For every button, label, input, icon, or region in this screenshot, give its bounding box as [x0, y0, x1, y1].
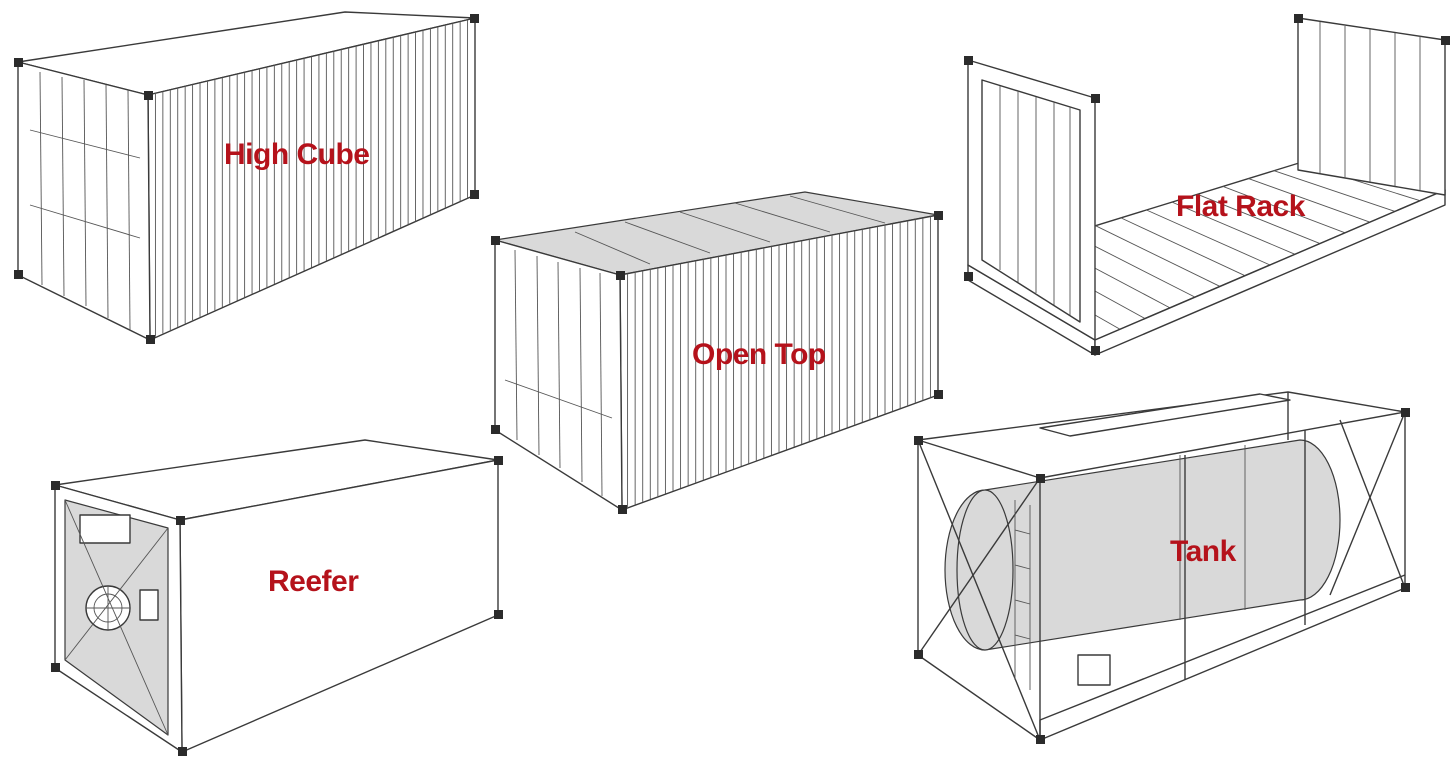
tarp-seams	[574, 195, 886, 265]
reefer-nameplate	[79, 514, 131, 544]
corner-casting	[470, 14, 479, 23]
tank-document-box	[1077, 654, 1111, 686]
reefer-control-box	[139, 589, 159, 621]
reefer-container	[51, 439, 503, 756]
frame-brace	[1329, 411, 1406, 596]
corner-casting	[146, 335, 155, 344]
label-flat-rack: Flat Rack	[1176, 190, 1305, 223]
frame-brace	[1339, 419, 1406, 589]
deck-slat	[1197, 193, 1321, 244]
deck-slat	[1273, 170, 1396, 212]
tank-walkway	[1039, 393, 1291, 437]
corner-casting	[144, 91, 153, 100]
high-cube-door-details	[29, 71, 141, 331]
label-open-top: Open Top	[692, 338, 826, 371]
deck-slat	[1222, 186, 1346, 234]
open-top-container	[491, 191, 943, 514]
deck-slat	[1146, 209, 1271, 266]
label-tank: Tank	[1170, 535, 1236, 568]
deck-slat	[1171, 201, 1296, 255]
corner-casting	[14, 270, 23, 279]
front-wall-panel	[981, 79, 1081, 323]
deck-slat	[1095, 225, 1221, 287]
label-high-cube: High Cube	[224, 138, 370, 171]
tank-barrel	[944, 439, 1341, 651]
rear-wall-ribs	[1319, 22, 1421, 190]
front-wall-ribs	[999, 86, 1071, 315]
high-cube-corrugation	[154, 19, 469, 337]
deck-slat	[1248, 178, 1371, 223]
tank-container	[914, 391, 1410, 744]
flat-rack-container	[964, 14, 1450, 356]
label-reefer: Reefer	[268, 565, 359, 598]
flat-rack-rear-end-wall	[1297, 17, 1446, 196]
frame-brace	[917, 439, 1041, 741]
corner-casting	[470, 190, 479, 199]
corner-casting	[14, 58, 23, 67]
deck-slat	[1120, 217, 1246, 277]
tank-end-cap	[956, 489, 1014, 651]
frame-brace	[917, 477, 1041, 656]
open-top-door-details	[504, 249, 613, 497]
open-top-corrugation	[627, 216, 931, 508]
tank-ladder	[1014, 500, 1031, 690]
high-cube-container	[14, 11, 479, 344]
